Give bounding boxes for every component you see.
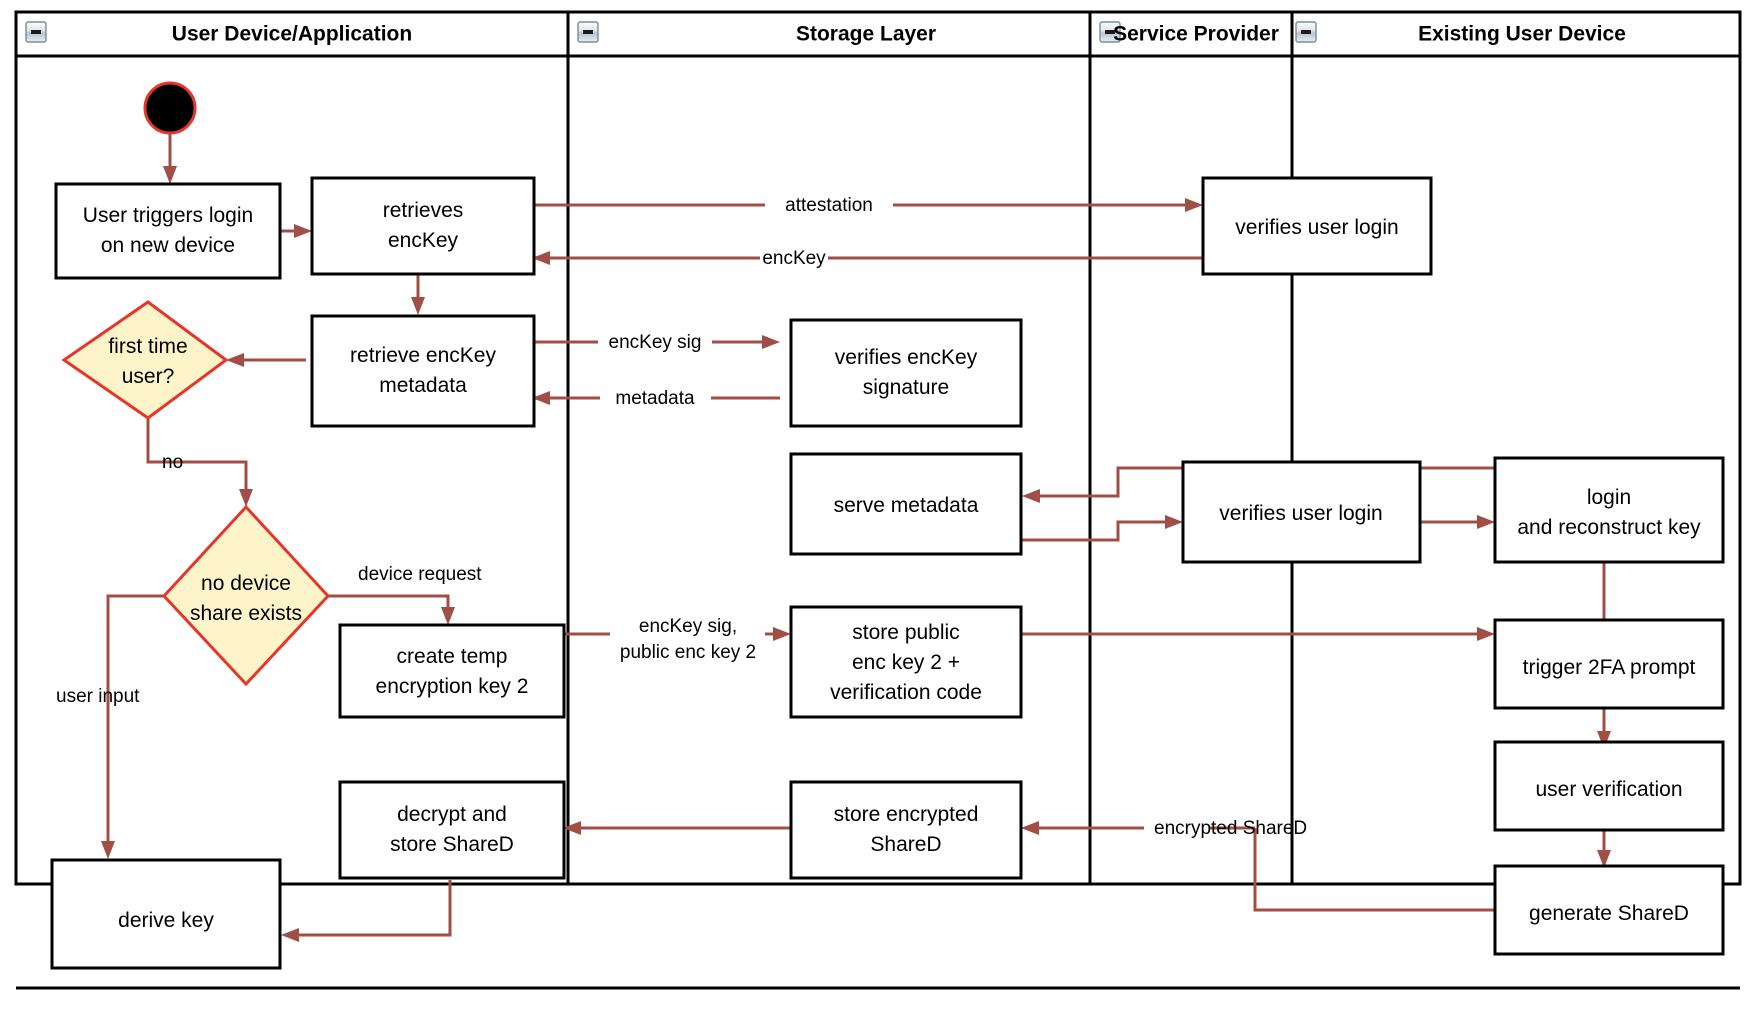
lane-title-service-provider: Service Provider xyxy=(1113,23,1279,46)
action-decrypt-and-store-shared[interactable]: decrypt and store ShareD xyxy=(338,780,566,880)
action-label-line-2: metadata xyxy=(379,374,467,397)
action-login-and-reconstruct-key[interactable]: login and reconstruct key xyxy=(1493,456,1725,564)
action-label: derive key xyxy=(118,909,214,932)
action-label-line-2: encKey xyxy=(388,229,459,252)
edge-label-user-input: user input xyxy=(56,686,140,707)
lane-title-storage-layer: Storage Layer xyxy=(796,23,936,46)
edge-store-to-decrypt xyxy=(563,821,790,835)
edge-label-enckey: encKey xyxy=(762,248,826,269)
lane-header-existing-user-device[interactable]: Existing User Device xyxy=(1295,21,1626,46)
edge-2fa-to-verification xyxy=(1597,708,1611,749)
action-generate-shared[interactable]: generate ShareD xyxy=(1493,864,1725,956)
edge-label-enckey-sig-public-2: public enc key 2 xyxy=(620,642,756,663)
edge-verification-to-generate xyxy=(1597,830,1611,868)
action-label-line-1: decrypt and xyxy=(397,803,507,826)
lane-header-service-provider[interactable]: Service Provider xyxy=(1099,21,1279,46)
action-serve-metadata[interactable]: serve metadata xyxy=(789,452,1023,556)
action-verifies-user-login-1[interactable]: verifies user login xyxy=(1201,176,1433,276)
action-label-line-1: store public xyxy=(852,621,959,644)
decision-label-line-2: user? xyxy=(122,365,175,388)
action-verifies-enckey-signature[interactable]: verifies encKey signature xyxy=(789,318,1023,428)
action-label-line-2: and reconstruct key xyxy=(1517,516,1701,539)
edge-retrieves-to-metadata xyxy=(411,274,425,315)
edge-encrypted-shared: encrypted ShareD xyxy=(1021,818,1494,912)
edge-metadata: metadata xyxy=(532,388,780,409)
action-store-encrypted-shared[interactable]: store encrypted ShareD xyxy=(789,780,1023,880)
collapse-minus-glyph xyxy=(31,30,41,34)
edge-store-public-to-2fa xyxy=(1022,627,1495,641)
action-label-line-1: create temp xyxy=(397,645,508,668)
action-label-line-1: store encrypted xyxy=(834,803,979,826)
action-trigger-2fa-prompt[interactable]: trigger 2FA prompt xyxy=(1493,618,1725,710)
edge-label-encrypted-shared: encrypted ShareD xyxy=(1154,818,1307,839)
decision-label-line-2: share exists xyxy=(190,602,302,625)
lane-header-storage-layer[interactable]: Storage Layer xyxy=(577,21,936,46)
swimlane-frame xyxy=(14,10,1742,886)
lane-title-user-device: User Device/Application xyxy=(172,23,412,46)
action-label-line-1: User triggers login xyxy=(83,204,253,227)
edge-device-request: device request xyxy=(328,564,482,625)
action-retrieves-enckey[interactable]: retrieves encKey xyxy=(310,176,536,276)
edge-attestation: attestation xyxy=(533,195,1203,216)
collapse-minus-glyph xyxy=(1105,30,1115,34)
edge-enckey-sig: encKey sig xyxy=(533,332,780,353)
action-user-triggers-login[interactable]: User triggers login on new device xyxy=(54,182,282,280)
action-label-line-1: retrieve encKey xyxy=(350,344,496,367)
edge-label-attestation: attestation xyxy=(785,195,873,216)
decision-label-line-1: no device xyxy=(201,572,291,595)
action-create-temp-encryption-key-2[interactable]: create temp encryption key 2 xyxy=(338,623,566,719)
edge-no: no xyxy=(146,418,253,507)
edge-user-input: user input xyxy=(56,594,164,859)
edge-enckey: encKey xyxy=(532,248,1203,269)
edge-verify-to-login xyxy=(1420,515,1495,529)
action-label-line-2: on new device xyxy=(101,234,235,257)
action-label-line-1: retrieves xyxy=(383,199,464,222)
action-label: user verification xyxy=(1535,778,1682,801)
edge-label-device-request: device request xyxy=(358,564,482,585)
edge-login-to-retrieves xyxy=(280,224,312,238)
initial-node[interactable] xyxy=(143,81,197,135)
action-label-line-2: encryption key 2 xyxy=(376,675,529,698)
action-label: trigger 2FA prompt xyxy=(1523,656,1696,679)
collapse-minus-glyph xyxy=(1301,30,1311,34)
decision-first-time-user[interactable]: first time user? xyxy=(61,300,229,420)
action-store-public-enc-key-2[interactable]: store public enc key 2 + verification co… xyxy=(789,605,1023,719)
action-label-line-1: login xyxy=(1587,486,1631,509)
lane-header-user-device[interactable]: User Device/Application xyxy=(25,21,412,46)
edge-verify-to-serve-metadata xyxy=(1022,466,1182,503)
action-label-line-3: verification code xyxy=(830,681,982,704)
edge-label-enckey-sig-public-1: encKey sig, xyxy=(639,616,737,637)
action-label: generate ShareD xyxy=(1529,902,1689,925)
action-label-line-1: verifies encKey xyxy=(835,346,978,369)
action-label-line-2: enc key 2 + xyxy=(852,651,960,674)
edge-serve-metadata-to-verify xyxy=(1022,515,1183,542)
action-label-line-2: store ShareD xyxy=(390,833,514,856)
action-label: serve metadata xyxy=(834,494,979,517)
action-label: verifies user login xyxy=(1235,216,1398,239)
collapse-minus-glyph xyxy=(583,30,593,34)
edge-enckey-sig-public: encKey sig, public enc key 2 xyxy=(564,616,791,663)
edge-label-metadata: metadata xyxy=(615,388,695,409)
edge-label-no: no xyxy=(162,452,183,473)
action-label-line-2: ShareD xyxy=(870,833,941,856)
lane-title-existing-user-device: Existing User Device xyxy=(1418,23,1626,46)
edge-decrypt-to-derive xyxy=(281,880,452,942)
edge-label-enckey-sig: encKey sig xyxy=(609,332,702,353)
action-verifies-user-login-2[interactable]: verifies user login xyxy=(1181,460,1422,564)
action-derive-key[interactable]: derive key xyxy=(50,858,282,970)
action-user-verification[interactable]: user verification xyxy=(1493,740,1725,832)
decision-no-device-share-exists[interactable]: no device share exists xyxy=(161,504,331,687)
decision-label-line-1: first time xyxy=(108,335,187,358)
edge-metadata-to-first-time xyxy=(226,353,306,367)
action-retrieve-enckey-metadata[interactable]: retrieve encKey metadata xyxy=(310,314,536,428)
action-label-line-2: signature xyxy=(863,376,949,399)
action-label: verifies user login xyxy=(1219,502,1382,525)
